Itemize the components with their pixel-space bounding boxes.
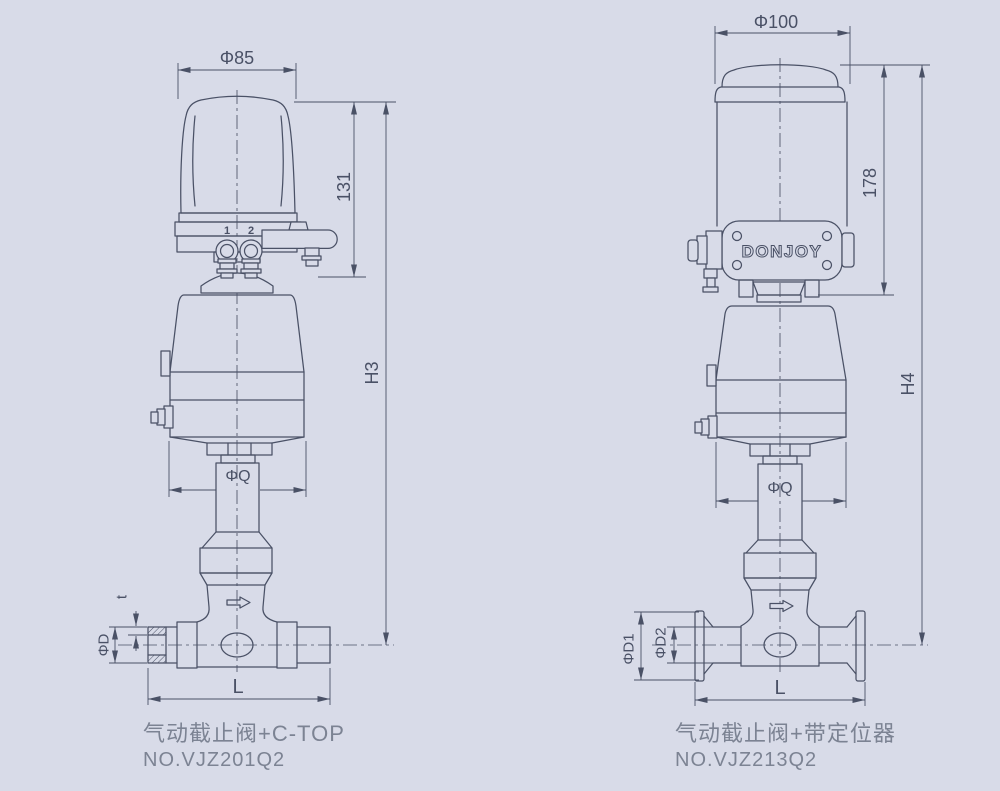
brand-label: DONJOY [742,242,823,261]
nameplate-screw [731,230,743,242]
dim-h4: H4 [898,372,918,395]
right-centerlines [652,58,928,672]
left-dimensions: Φ85 131 H3 ΦQ t ΦD [96,48,396,705]
air-fitting [150,405,174,429]
dim-phi100: Φ100 [754,12,798,32]
flow-arrow [226,596,251,609]
left-ctop-head: 1 2 [174,95,338,294]
port-2-label: 2 [248,225,254,237]
air-port-2 [239,239,263,279]
left-valve-drawing: 1 2 [96,48,396,771]
flow-arrow [769,599,794,613]
positioner-mount [738,279,820,303]
dim-h3: H3 [362,361,382,384]
nameplate-screw [731,259,743,271]
right-caption-title: 气动截止阀+带定位器 [675,721,896,746]
left-actuator [150,294,305,533]
dim-phi85: Φ85 [220,48,254,68]
left-pipe-weld-end [147,626,178,664]
positioner: DONJOY [687,64,855,303]
dim-phiq-right: ΦQ [767,480,792,497]
right-dimensions: Φ100 178 H4 ΦQ ΦD1 ΦD2 [621,12,930,706]
arm-connector [301,247,322,267]
arm-boss [288,221,309,231]
left-valve-body [147,531,331,669]
dim-l-right: L [774,677,785,699]
nameplate-screw [821,230,833,242]
dim-131: 131 [334,172,354,202]
cable-gland [687,230,723,293]
mount-tab [706,364,717,387]
left-centerlines [118,90,394,672]
right-valve-body [694,539,866,682]
left-clamp-ferrule [694,610,742,682]
left-caption-model: NO.VJZ201Q2 [143,749,285,771]
mount-tab [160,350,171,377]
right-clamp-ferrule [818,610,866,682]
right-pipe-weld-end [296,626,331,664]
dim-phid1: ΦD1 [621,633,638,664]
dim-phid: ΦD [96,633,113,656]
right-caption-model: NO.VJZ213Q2 [675,749,817,771]
air-port-1 [215,239,239,279]
left-caption-title: 气动截止阀+C-TOP [143,721,345,746]
right-actuator [694,305,847,541]
side-arm [261,229,338,250]
dim-t: t [114,594,131,599]
right-valve-drawing: DONJOY [621,12,930,771]
air-fitting [694,415,718,439]
port-1-label: 1 [224,225,230,237]
dim-178: 178 [860,168,880,198]
dim-phid2: ΦD2 [653,627,670,658]
dim-phiq-left: ΦQ [225,468,250,485]
nameplate-bracket [841,232,855,268]
nameplate-screw [821,259,833,271]
dim-l-left: L [232,676,243,698]
